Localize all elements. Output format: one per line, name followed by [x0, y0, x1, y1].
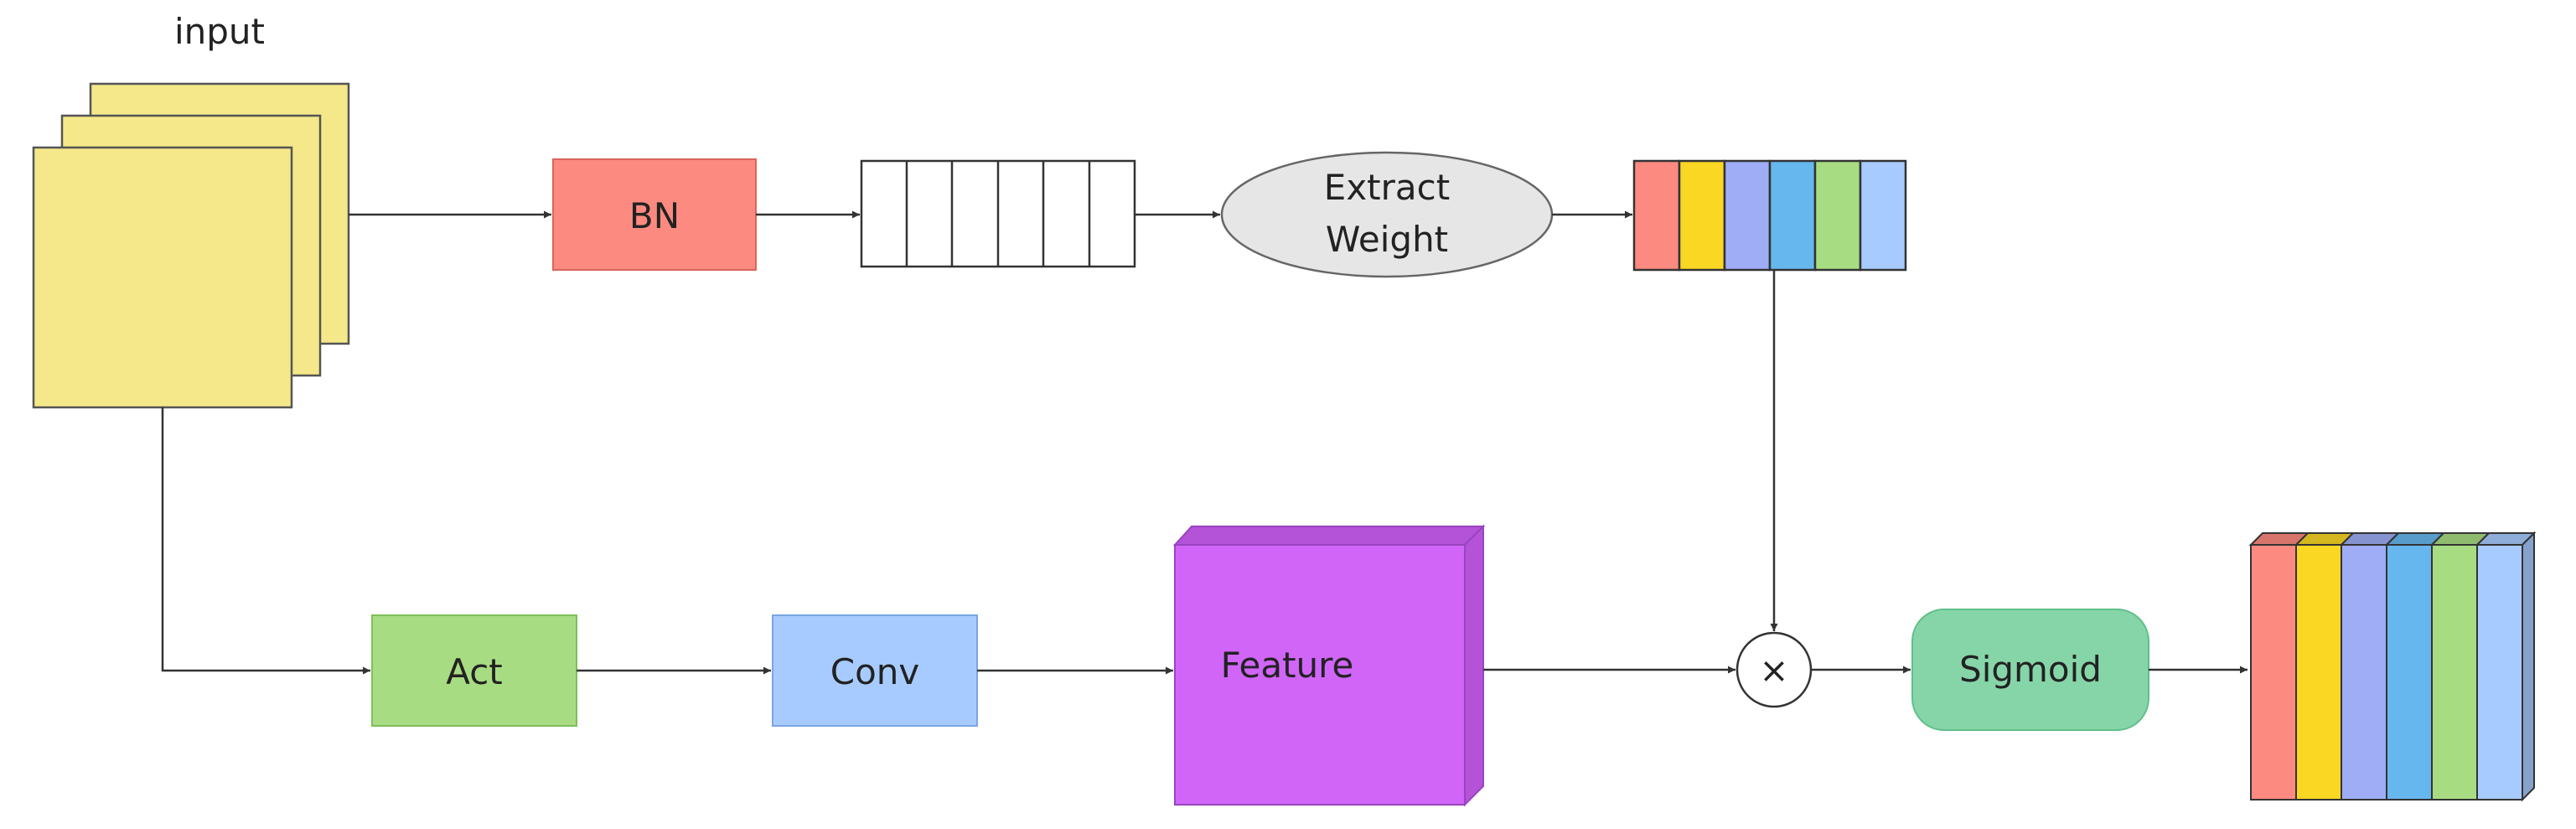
output-bars — [2248, 531, 2537, 802]
extract-weight-label-line2: Weight — [1326, 219, 1448, 260]
feature-cube-top — [1172, 526, 1486, 546]
feature-cube — [1172, 524, 1486, 807]
output-bars-side — [2522, 531, 2535, 802]
feature-cube-front — [1174, 544, 1466, 806]
output-bar-5 — [2429, 532, 2491, 801]
feature-cube-side — [1464, 524, 1484, 807]
input-stack — [32, 82, 350, 409]
output-bar-2 — [2294, 532, 2356, 801]
feature-label: Feature — [1221, 645, 1354, 686]
weight-vector — [1632, 159, 1907, 272]
output-bar-3 — [2339, 532, 2401, 801]
weight-cell-6 — [1859, 159, 1907, 272]
sigmoid-label: Sigmoid — [1959, 649, 2102, 690]
bn-label: BN — [629, 195, 680, 236]
weight-cell-2 — [1678, 159, 1726, 272]
edge-input-to-act — [161, 407, 370, 675]
bn-box — [552, 158, 757, 271]
weight-cell-5 — [1813, 159, 1862, 272]
output-bar-6 — [2475, 532, 2537, 801]
edges — [161, 210, 2248, 675]
empty-vector — [860, 159, 1136, 268]
input-layer-front — [32, 146, 293, 409]
input-label: input — [174, 11, 265, 52]
extract-weight-label-line1: Extract — [1324, 167, 1450, 208]
weight-cell-4 — [1768, 159, 1817, 272]
multiply-symbol: × — [1759, 650, 1788, 691]
conv-label: Conv — [830, 651, 920, 692]
weight-cell-1 — [1632, 159, 1681, 272]
weight-cell-3 — [1723, 159, 1772, 272]
act-label: Act — [446, 651, 503, 692]
conv-box — [772, 614, 978, 727]
output-bar-1 — [2248, 532, 2310, 801]
